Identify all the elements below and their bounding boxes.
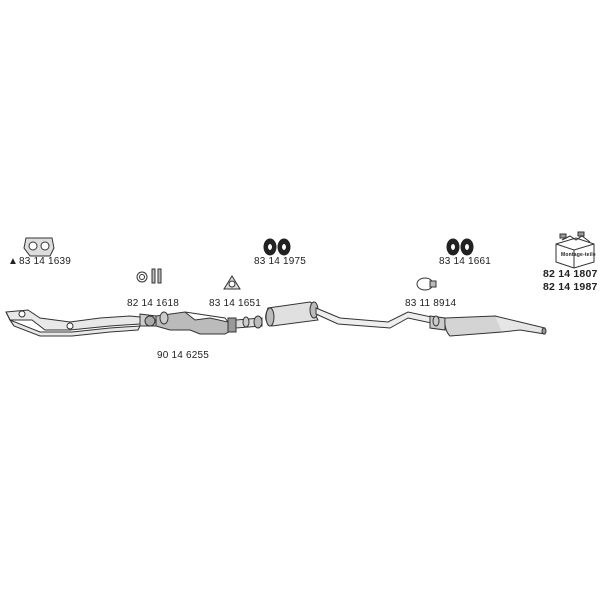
part-number-main-pipe: 90 14 6255 [157, 350, 210, 361]
gasket-triangle-icon [223, 275, 241, 290]
mounting-kit-box-icon [555, 231, 595, 269]
rubber-mount-icon [263, 238, 291, 256]
kit-box-label: Montage-teile [561, 252, 596, 258]
rear-muffler [429, 315, 547, 337]
part-number-rubber-mounts-rear: 83 14 1661 [439, 256, 492, 267]
joint-clamps [159, 311, 440, 328]
part-number-clamp-rear: 83 11 8914 [405, 298, 457, 309]
part-number-clamp-set: 82 14 1618 [127, 298, 180, 309]
part-number-mounting-kit-1: 82 14 1807 [543, 268, 598, 280]
rear-connecting-pipe [315, 307, 437, 329]
gasket-icon [23, 237, 55, 257]
part-number-mounting-kit-2: 82 14 1987 [543, 281, 598, 293]
part-number-rubber-mounts: 83 14 1975 [254, 256, 307, 267]
part-number-gasket-cat: 83 14 1651 [209, 298, 262, 309]
part-number-gasket-front: 83 14 1639 [19, 256, 72, 267]
rubber-mount-rear-icon [446, 238, 474, 256]
catalytic-converter [139, 311, 237, 335]
clamp-set-icon [136, 268, 162, 284]
warning-triangle-icon: ▲ [8, 256, 19, 267]
clamp-rear-icon [416, 277, 437, 291]
front-manifold-pipes [5, 309, 152, 337]
